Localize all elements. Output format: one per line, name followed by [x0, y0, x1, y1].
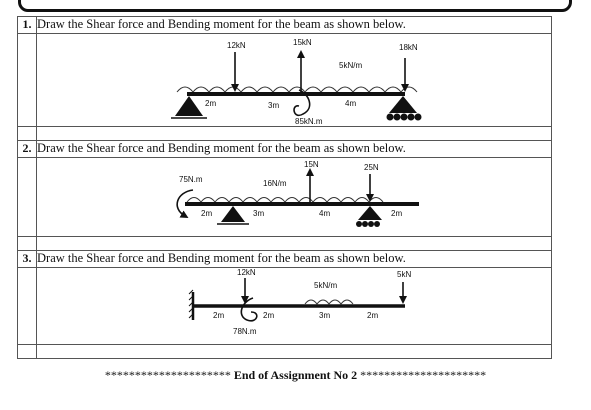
load-label: 5kN	[397, 270, 411, 279]
udl-label: 5kN/m	[339, 61, 362, 70]
footer: ********************* End of Assignment …	[0, 368, 591, 383]
question-1-row: 1. Draw the Shear force and Bending mome…	[17, 16, 552, 34]
question-number: 1.	[17, 16, 37, 34]
roller-support	[389, 96, 417, 113]
beam-diagram-3-svg: 12kN 5kN/m 5kN 78N.m 2m 2m 3m 2m	[188, 268, 411, 336]
question-text: Draw the Shear force and Bending moment …	[36, 140, 552, 158]
moment-arc	[293, 89, 311, 117]
udl-cloud	[186, 197, 384, 203]
spacer-row	[17, 126, 552, 141]
moment-arc	[176, 189, 194, 218]
span-label: 3m	[253, 209, 264, 218]
footer-title: End of Assignment No 2	[233, 368, 358, 382]
span-label: 2m	[391, 209, 402, 218]
span-label: 2m	[367, 311, 378, 320]
pin-support	[221, 206, 245, 222]
assignment-table: 1. Draw the Shear force and Bending mome…	[17, 16, 552, 359]
spacer-row	[17, 236, 552, 251]
span-label: 4m	[345, 99, 356, 108]
footer-stars-left: *********************	[104, 368, 231, 382]
beam-diagram-2: 75N.m 16N/m 15N 25N 2m 3m 4m 2m	[36, 157, 552, 237]
span-label: 4m	[319, 209, 330, 218]
load-label: 25N	[364, 163, 379, 172]
pin-support	[175, 96, 203, 116]
beam-diagram-1: 12kN 15kN 18kN 5kN/m 85kN.m 2m 3m 4m	[36, 33, 552, 127]
footer-stars-right: *********************	[360, 368, 487, 382]
question-number: 3.	[17, 250, 37, 268]
question-2-row: 2. Draw the Shear force and Bending mome…	[17, 140, 552, 158]
moment-label: 75N.m	[179, 175, 203, 184]
span-label: 2m	[263, 311, 274, 320]
question-3-figure-row: 12kN 5kN/m 5kN 78N.m 2m 2m 3m 2m	[17, 267, 552, 345]
beam-diagram-1-svg: 12kN 15kN 18kN 5kN/m 85kN.m 2m 3m 4m	[171, 38, 422, 126]
roller-support	[358, 206, 382, 220]
load-label: 15kN	[293, 38, 312, 47]
udl-label: 16N/m	[263, 179, 287, 188]
moment-label: 85kN.m	[295, 117, 323, 126]
span-label: 2m	[205, 99, 216, 108]
question-text: Draw the Shear force and Bending moment …	[36, 250, 552, 268]
span-label: 2m	[213, 311, 224, 320]
span-label: 2m	[201, 209, 212, 218]
load-label: 12kN	[237, 268, 256, 277]
spacer-row	[17, 344, 552, 359]
span-label: 3m	[319, 311, 330, 320]
question-2-figure-row: 75N.m 16N/m 15N 25N 2m 3m 4m 2m	[17, 157, 552, 237]
load-label: 18kN	[399, 43, 418, 52]
moment-arc	[240, 297, 258, 322]
beam-diagram-2-svg: 75N.m 16N/m 15N 25N 2m 3m 4m 2m	[176, 160, 419, 227]
load-label: 12kN	[227, 41, 246, 50]
load-label: 15N	[304, 160, 319, 169]
span-label: 3m	[268, 101, 279, 110]
beam-diagram-3: 12kN 5kN/m 5kN 78N.m 2m 2m 3m 2m	[36, 267, 552, 345]
header-frame	[18, 0, 572, 12]
question-3-row: 3. Draw the Shear force and Bending mome…	[17, 250, 552, 268]
question-1-figure-row: 12kN 15kN 18kN 5kN/m 85kN.m 2m 3m 4m	[17, 33, 552, 127]
question-number: 2.	[17, 140, 37, 158]
udl-label: 5kN/m	[314, 281, 337, 290]
question-text: Draw the Shear force and Bending moment …	[36, 16, 552, 34]
udl-cloud	[304, 299, 354, 305]
udl-cloud	[176, 86, 418, 93]
moment-label: 78N.m	[233, 327, 257, 336]
